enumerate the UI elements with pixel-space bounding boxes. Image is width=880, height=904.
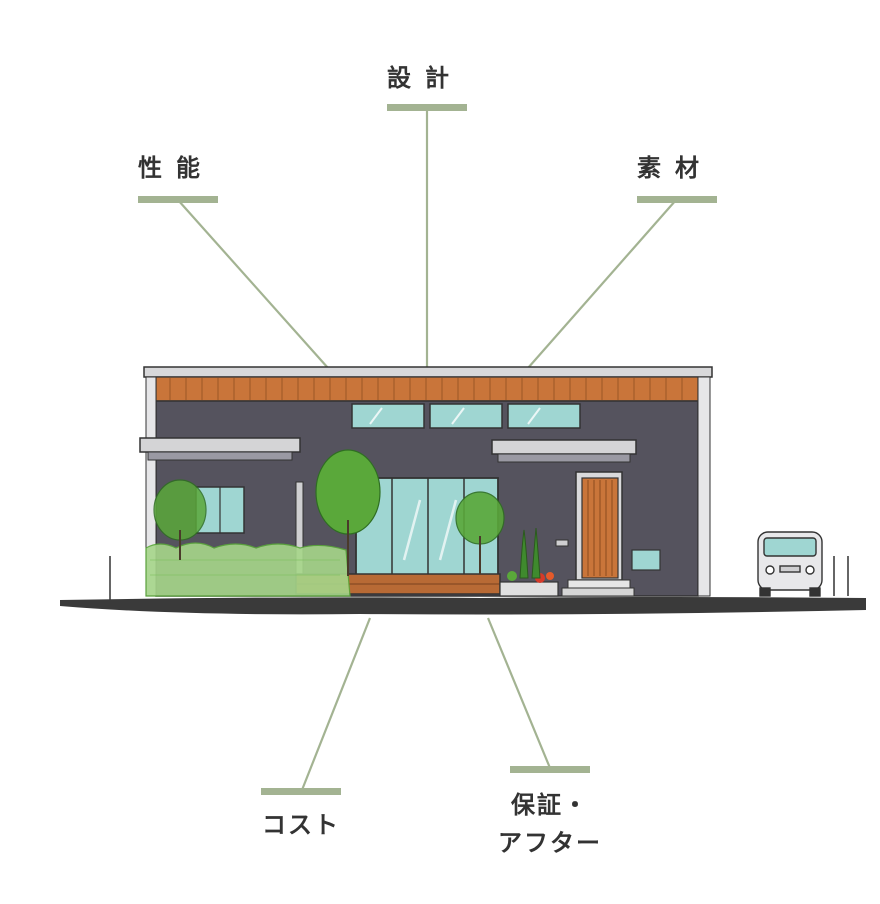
connector-performance xyxy=(177,199,329,369)
connector-materials xyxy=(527,199,677,369)
label-bar-performance xyxy=(138,196,218,203)
connector-warranty xyxy=(486,617,552,769)
label-design: 設計 xyxy=(387,64,463,92)
connector-cost xyxy=(300,617,372,791)
label-warranty-line2: アフター xyxy=(498,829,602,857)
label-performance: 性能 xyxy=(138,154,214,182)
house-illustration xyxy=(60,366,866,615)
label-bar-materials xyxy=(637,196,717,203)
label-materials: 素材 xyxy=(637,154,713,182)
car-icon xyxy=(757,531,823,597)
label-warranty-line1: 保証・ xyxy=(511,791,589,819)
label-bar-cost xyxy=(261,788,341,795)
label-cost: コスト xyxy=(262,811,340,839)
connector-lines xyxy=(177,110,677,791)
label-bar-design xyxy=(387,104,467,111)
label-bar-warranty xyxy=(510,766,590,773)
